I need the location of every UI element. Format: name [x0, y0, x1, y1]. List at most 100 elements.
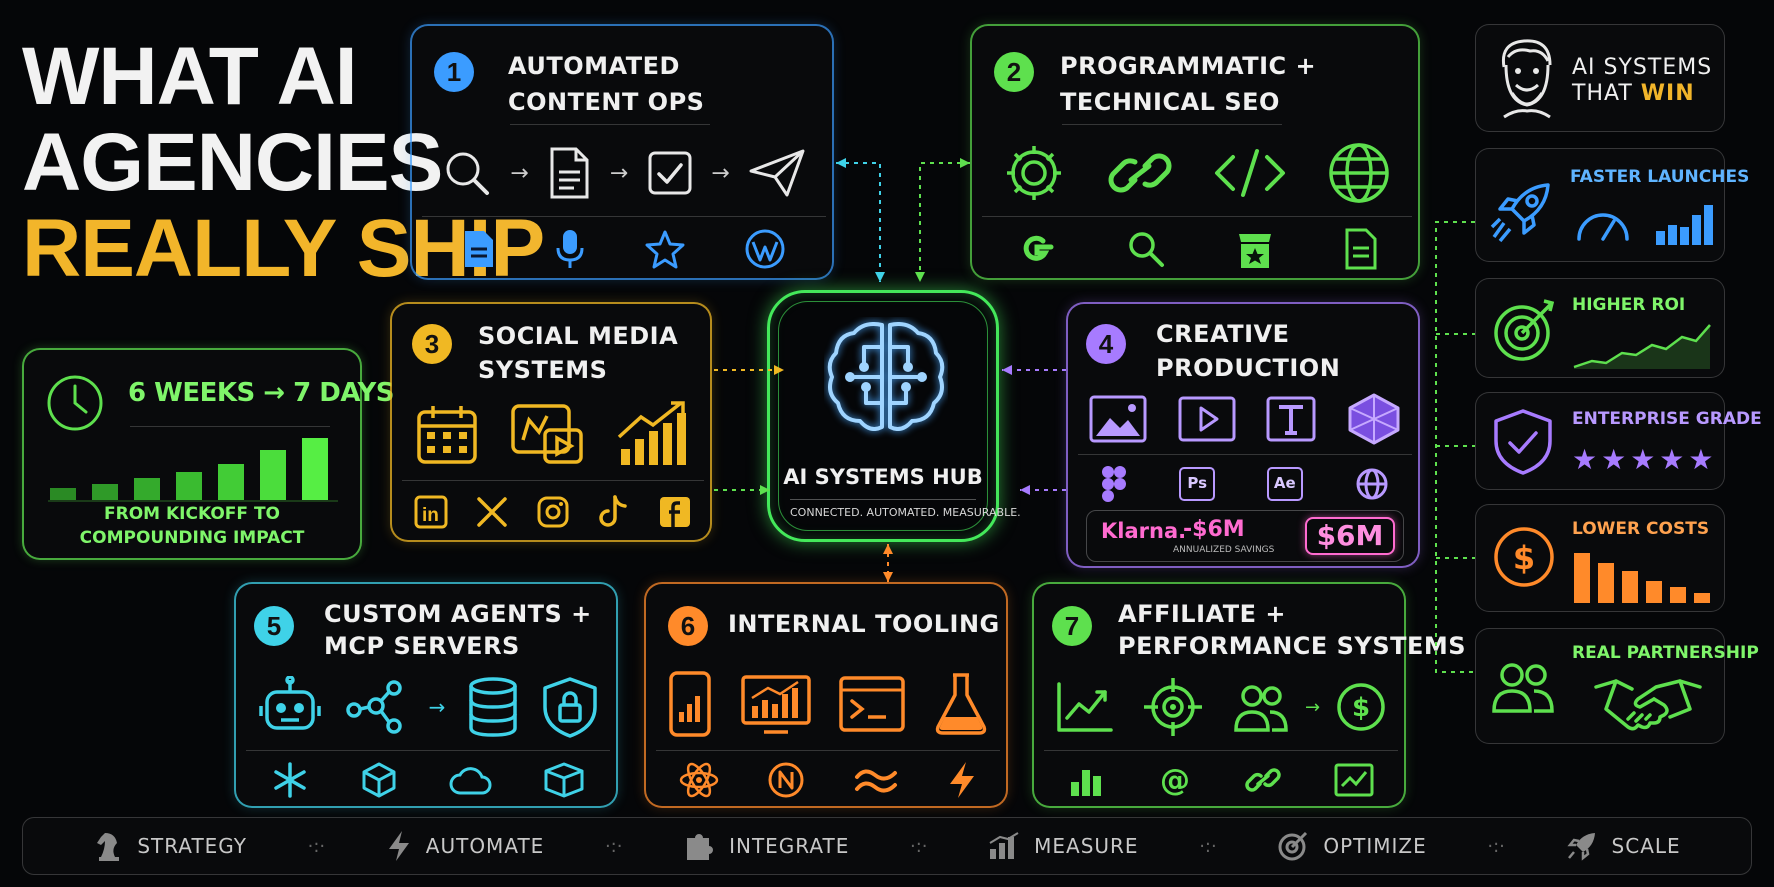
timeline-headline: 6 WEEKS → 7 DAYS: [128, 378, 395, 408]
declining-bars-chart: [1574, 553, 1710, 603]
snowflake-icon: [274, 762, 306, 798]
analytics-monitor-icon: [1334, 763, 1374, 797]
hub-title: AI SYSTEMS HUB: [783, 465, 983, 489]
panel-seo: 2 PROGRAMMATIC + TECHNICAL SEO: [970, 24, 1420, 280]
panel-title-line-2: CONTENT OPS: [508, 88, 705, 116]
code-icon: [1215, 149, 1285, 197]
panel-number-badge: 1: [434, 52, 474, 92]
benefit-real-partnership: REAL PARTNERSHIP: [1475, 628, 1759, 744]
bottom-item-scale: SCALE: [1566, 830, 1681, 862]
panel-content-ops: 1 AUTOMATED CONTENT OPS → → →: [410, 24, 834, 280]
title-line-1: WHAT AI: [22, 31, 358, 122]
benefit-label: FASTER LAUNCHES: [1570, 167, 1750, 187]
facebook-icon: [660, 497, 691, 527]
klarna-caption: ANNUALIZED SAVINGS: [1173, 545, 1275, 555]
benefit-label: LOWER COSTS: [1572, 519, 1710, 539]
rocket-icon: [1566, 833, 1595, 861]
timeline-caption-2: COMPOUNDING IMPACT: [79, 528, 305, 548]
gear-icon: [1007, 146, 1061, 200]
growth-bars-chart: [48, 438, 338, 502]
document-icon: [550, 147, 589, 199]
dollar-icon: $: [1336, 683, 1385, 731]
profile-line-2: THAT WIN: [1572, 81, 1695, 106]
arrow-right-icon: →: [510, 160, 529, 186]
tailwind-icon: [854, 769, 897, 793]
mobile-analytics-icon: [669, 671, 711, 737]
panel-agents: 5 CUSTOM AGENTS + MCP SERVERS →: [234, 582, 618, 808]
panel-number-badge: 2: [994, 52, 1034, 92]
target-icon: [1278, 831, 1308, 861]
panel-number-badge: 6: [668, 606, 708, 646]
linkedin-icon: in: [414, 495, 448, 529]
target-arrow-icon: [1494, 299, 1555, 361]
media-post-icon: [511, 404, 583, 464]
after-effects-icon: Ae: [1266, 467, 1303, 501]
profile-line-2-a: THAT: [1572, 81, 1641, 106]
bar-chart-icon: [989, 832, 1019, 859]
video-icon: [1178, 396, 1236, 442]
link-icon: [1108, 153, 1172, 193]
bottom-item-automate: AUTOMATE: [386, 829, 545, 863]
box-stack-icon: [544, 762, 584, 798]
panel-title-line-1: AFFILIATE +: [1118, 600, 1286, 628]
store-icon: [1238, 234, 1271, 268]
panel-affiliate: 7 AFFILIATE + PERFORMANCE SYSTEMS → $ @: [1032, 582, 1466, 808]
photoshop-icon: Ps: [1179, 467, 1216, 501]
klarna-savings-card: Klarna. -$6M ANNUALIZED SAVINGS $6M: [1086, 510, 1404, 562]
dollar-coin-icon: $: [1494, 527, 1554, 587]
bars-icon: [1656, 205, 1713, 245]
panel-title-line-1: PROGRAMMATIC +: [1060, 52, 1317, 80]
cloud-icon: [449, 767, 492, 795]
bottom-item-optimize: OPTIMIZE: [1277, 830, 1426, 862]
klarna-logo: Klarna.: [1101, 519, 1187, 543]
shield-lock-icon: [543, 677, 598, 738]
separator-dot: ·:·: [1199, 835, 1217, 857]
star-icon: [645, 230, 685, 269]
five-star-rating: ★★★★★: [1572, 443, 1718, 476]
robot-icon: [258, 676, 321, 730]
file-icon: [464, 231, 493, 267]
profile-line-2-win: WIN: [1640, 81, 1695, 106]
panel-social: 3 SOCIAL MEDIA SYSTEMS in: [390, 302, 712, 542]
shield-check-icon: [1494, 409, 1552, 475]
benefit-label: REAL PARTNERSHIP: [1572, 643, 1759, 663]
ai-systems-hub: AI SYSTEMS HUB CONNECTED. AUTOMATED. MEA…: [767, 290, 1021, 542]
svg-text:$: $: [1352, 693, 1370, 723]
svg-text:$: $: [1513, 539, 1535, 577]
flask-icon: [935, 673, 986, 735]
search-icon: [446, 152, 489, 195]
google-icon: [1023, 235, 1053, 261]
profile-card: AI SYSTEMS THAT WIN: [1475, 24, 1725, 132]
panel-internal-tooling: 6 INTERNAL TOOLING: [644, 582, 1008, 808]
handshake-icon: [1594, 679, 1702, 731]
target-icon: [1143, 678, 1202, 736]
panel-title-line-1: INTERNAL TOOLING: [728, 610, 1000, 638]
brain-icon: [827, 322, 945, 431]
document-icon: [1345, 228, 1376, 270]
bottom-item-label: SCALE: [1611, 834, 1681, 858]
panel-creative: 4 CREATIVE PRODUCTION Ps Ae Klarna. -$6M…: [1066, 302, 1420, 568]
terminal-icon: [839, 676, 905, 732]
panel-number-badge: 5: [254, 606, 294, 646]
panel-title-line-1: AUTOMATED: [508, 52, 680, 80]
figma-icon: [1101, 466, 1126, 502]
bottom-item-integrate: INTEGRATE: [683, 830, 849, 862]
checkbox-icon: [648, 151, 692, 195]
panel-title-line-2: SYSTEMS: [478, 356, 608, 384]
benefit-higher-roi: HIGHER ROI: [1475, 278, 1725, 378]
chess-knight-icon: [97, 833, 120, 861]
3d-gem-icon: [1348, 393, 1400, 445]
benefit-label: HIGHER ROI: [1572, 295, 1686, 315]
bottom-item-label: INTEGRATE: [729, 834, 850, 858]
benefit-lower-costs: $ LOWER COSTS: [1475, 504, 1725, 612]
hub-subtitle: CONNECTED. AUTOMATED. MEASURABLE.: [790, 499, 1021, 519]
send-icon: [749, 149, 805, 197]
panel-title-line-2: MCP SERVERS: [324, 632, 520, 660]
roi-trend-chart: [1573, 324, 1711, 369]
speedometer-icon: [1577, 213, 1629, 241]
bottom-item-label: STRATEGY: [137, 834, 248, 858]
bottom-item-measure: MEASURE: [988, 831, 1138, 861]
search-icon: [1128, 232, 1164, 267]
cube-icon: [362, 762, 396, 798]
